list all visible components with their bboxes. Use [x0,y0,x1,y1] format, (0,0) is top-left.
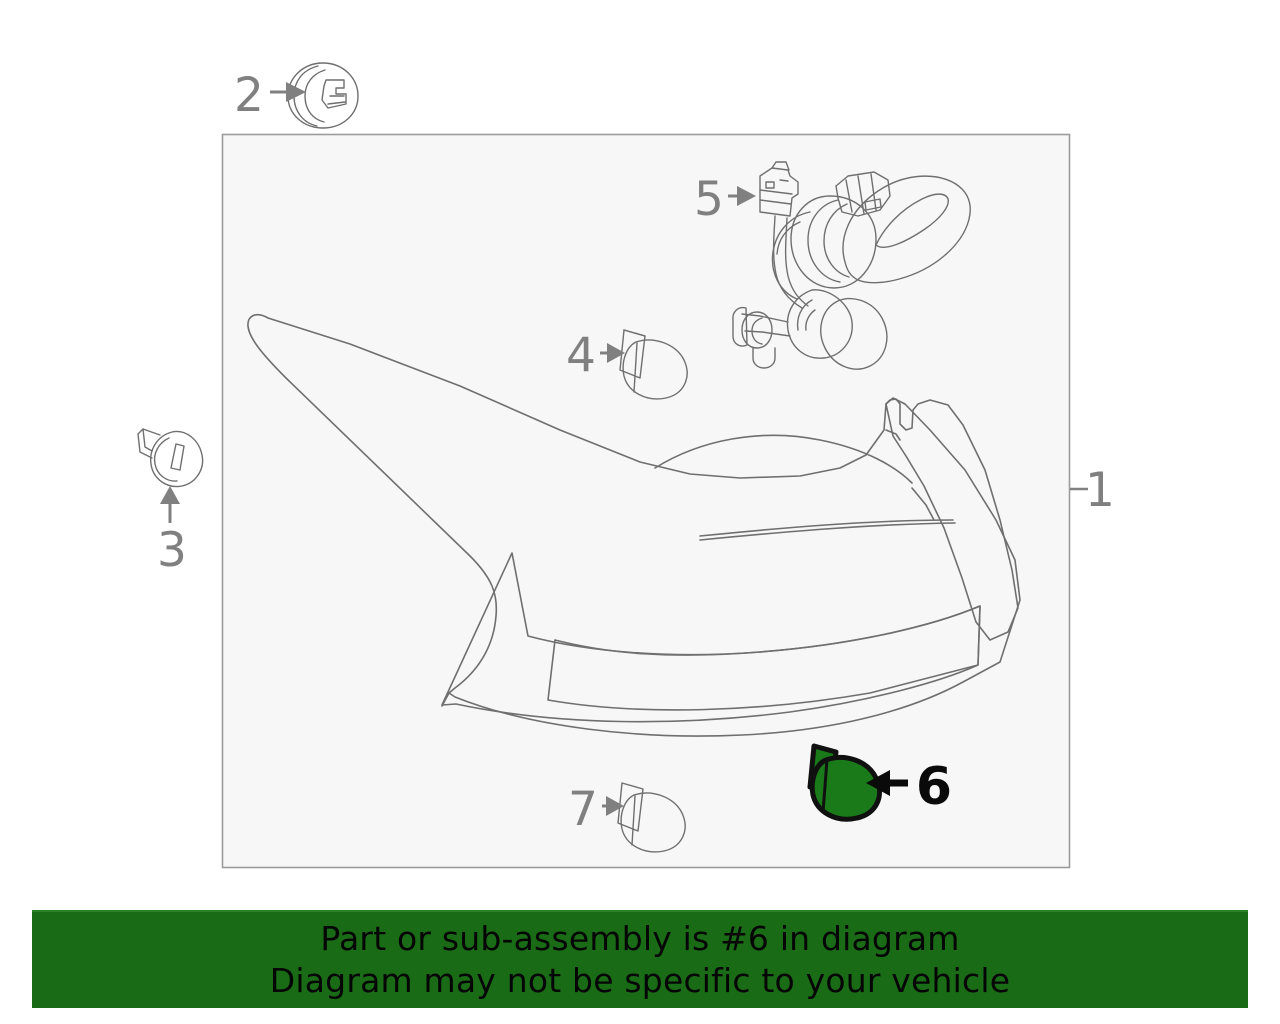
wire-harness-assembly [732,161,971,370]
leader-6 [866,770,908,796]
info-banner: Part or sub-assembly is #6 in diagram Di… [32,910,1248,1008]
callout-label-3: 3 [157,523,187,578]
callout-leaders [160,82,1088,816]
wedge-bulb-part4 [619,329,688,400]
banner-line-2: Diagram may not be specific to your vehi… [269,961,1011,1000]
retainer-clip-part3 [137,428,204,488]
callout-numbers: 1 2 3 4 5 6 7 [157,68,1115,837]
callout-label-2: 2 [234,68,264,123]
callout-label-1: 1 [1085,463,1115,518]
leader-2 [270,82,306,102]
callout-label-4: 4 [566,328,596,383]
callout-label-5: 5 [694,172,724,227]
leader-5 [728,186,756,206]
banner-line-1: Part or sub-assembly is #6 in diagram [320,919,960,958]
wedge-bulb-part7 [617,782,686,853]
callout-label-7: 7 [568,782,598,837]
callout-label-6: 6 [916,757,952,817]
highlighted-part-6 [807,743,882,822]
leader-7 [602,796,624,816]
leader-3 [160,486,180,523]
tail-lamp-housing [247,314,1021,737]
leader-4 [600,343,625,363]
diagram-frame [221,133,1071,869]
